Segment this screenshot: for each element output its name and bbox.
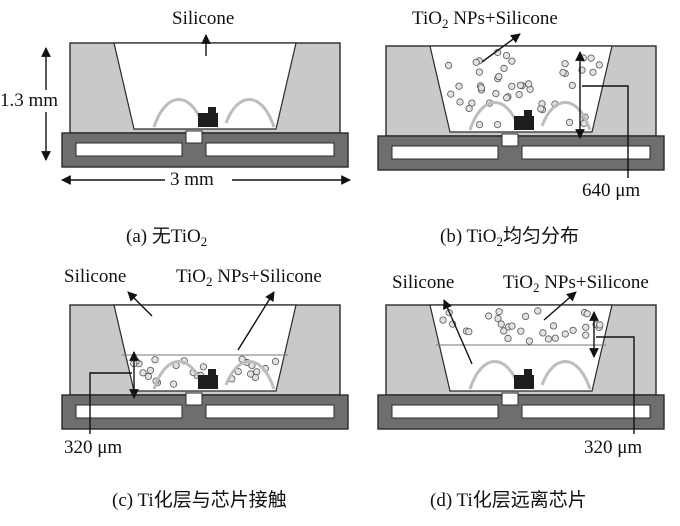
bond-wire-right-a (224, 98, 276, 128)
led-chip-bond-pad-c (208, 369, 216, 377)
panel-b-depth-label: 640 μm (582, 180, 641, 201)
silicone-arrow-d (443, 299, 473, 365)
depth-leader-b (582, 85, 629, 178)
panel-d-depth-label: 320 μm (584, 437, 643, 458)
lead-slot-left-d (391, 404, 499, 419)
panel-c-silicone-label: Silicone (64, 266, 127, 287)
lead-gap-c (185, 392, 203, 406)
lead-slot-left-b (391, 145, 499, 160)
lead-gap-a (185, 130, 203, 144)
cavity-d (429, 304, 613, 392)
panel-d-tio2-label: TiO2 NPs+Silicone (503, 272, 649, 295)
led-chip-bond-pad-d (524, 369, 532, 377)
lead-slot-right-a (205, 142, 335, 157)
panel-a-caption: (a) 无TiO2 (126, 226, 208, 249)
panel-c-caption: (c) Ti化层与芯片接触 (112, 490, 287, 511)
panel-d-caption: (d) Ti化层远离芯片 (430, 490, 587, 511)
depth-leader-c (89, 372, 132, 434)
panel-b-tio2-label: TiO2 NPs+Silicone (412, 8, 558, 31)
cavity-c (113, 304, 297, 392)
lead-slot-right-b (521, 145, 651, 160)
silicone-arrow-c (127, 291, 153, 317)
lead-gap-d (501, 392, 519, 406)
tio2-arrow-d (543, 291, 577, 321)
tio2-arrow-b (481, 33, 521, 63)
panel-a-silicone-label: Silicone (172, 8, 235, 29)
panel-d-silicone-label: Silicone (392, 272, 455, 293)
lead-slot-right-d (521, 404, 651, 419)
bond-wire-right-c (224, 360, 276, 390)
panel-b-caption: (b) TiO2均匀分布 (440, 226, 580, 249)
led-package-d (377, 304, 665, 430)
led-chip-d (514, 375, 534, 389)
panel-a-height-label: 1.3 mm (0, 90, 59, 112)
bond-wire-right-b (540, 101, 592, 131)
lead-gap-b (501, 133, 519, 147)
led-chip-bond-pad-b (524, 110, 532, 118)
led-chip-b (514, 116, 534, 130)
depth-leader-d (596, 336, 635, 434)
led-chip-bond-pad-a (208, 107, 216, 115)
cavity-a (113, 42, 297, 130)
led-chip-c (198, 375, 218, 389)
bond-wire-right-d (540, 360, 592, 390)
lead-slot-right-c (205, 404, 335, 419)
panel-a-width-label: 3 mm (170, 169, 214, 190)
lead-slot-left-c (75, 404, 183, 419)
panel-c-depth-label: 320 μm (64, 437, 123, 458)
led-package-b (377, 45, 665, 171)
led-package-a (61, 42, 349, 168)
panel-c-tio2-label: TiO2 NPs+Silicone (176, 266, 322, 289)
lead-slot-left-a (75, 142, 183, 157)
led-package-c (61, 304, 349, 430)
led-chip-a (198, 113, 218, 127)
tio2-arrow-c (237, 291, 275, 351)
